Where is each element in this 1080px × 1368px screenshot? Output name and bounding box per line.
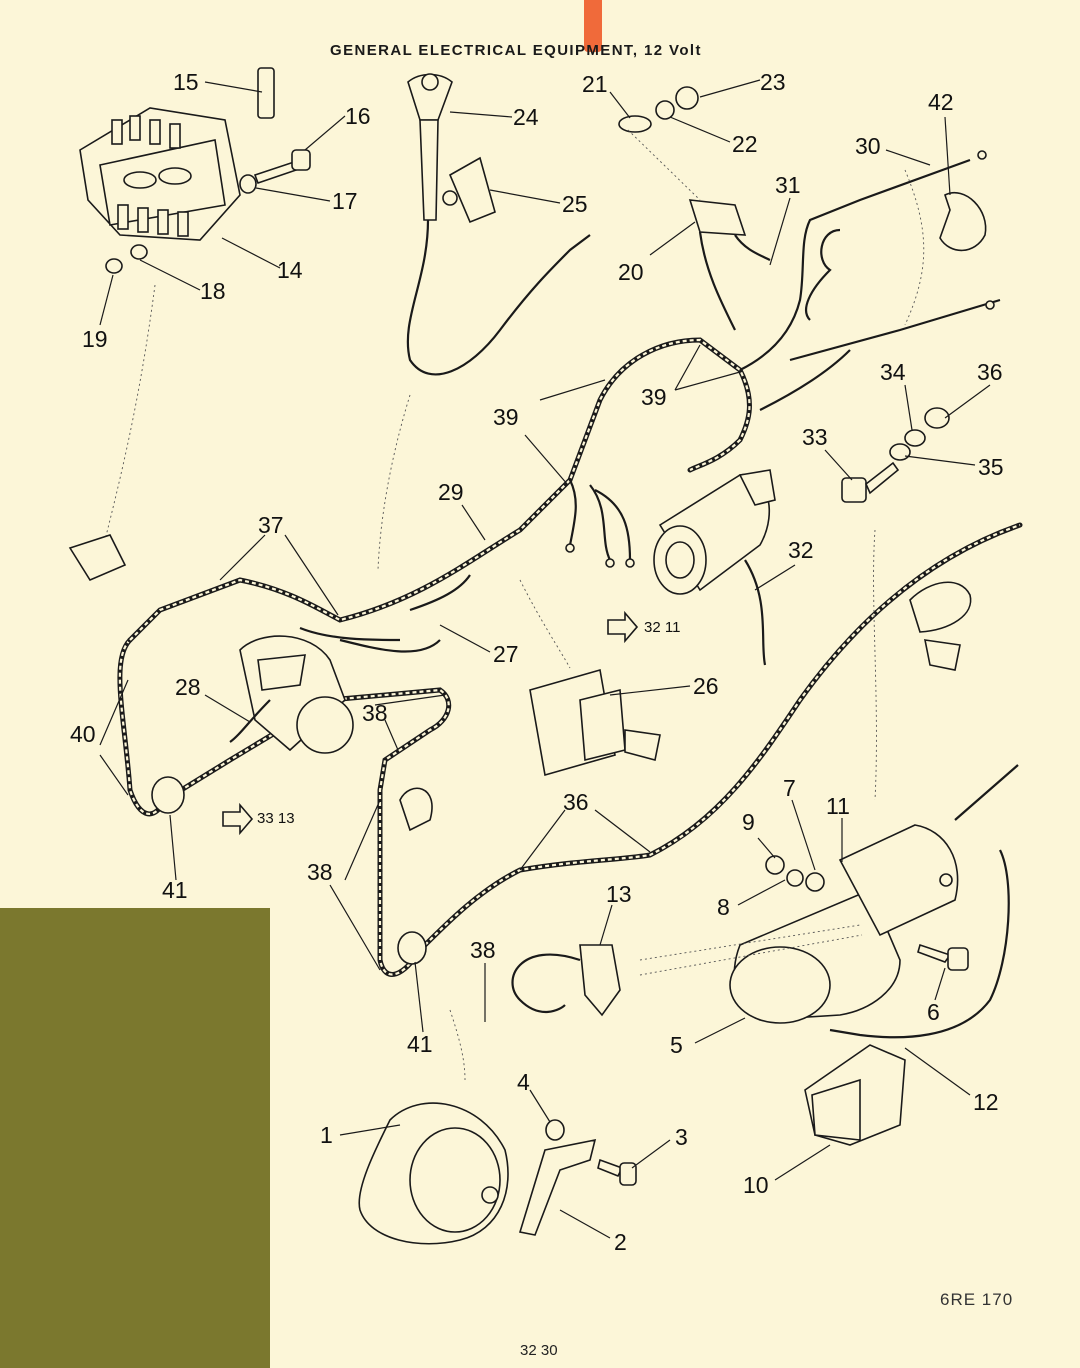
callout-24: 24 <box>513 104 539 130</box>
coil-fixings <box>765 855 825 892</box>
callout-42: 42 <box>928 89 954 115</box>
callout-37: 36 <box>563 789 589 815</box>
callout-39-left: 39 <box>493 404 519 430</box>
fuse-cartridge <box>257 67 275 119</box>
callout-27: 27 <box>493 641 519 667</box>
ignition-coil <box>729 824 959 1024</box>
page-number: 32 30 <box>520 1342 558 1359</box>
suppressor-cap <box>511 944 621 1017</box>
fuse-box <box>79 107 241 241</box>
callout-14: 14 <box>277 257 303 283</box>
right-connector-block <box>909 581 972 671</box>
figure-code: 6RE 170 <box>940 1290 1014 1309</box>
callout-10: 10 <box>743 1172 769 1198</box>
callout-22: 22 <box>732 131 758 157</box>
connector-module <box>68 534 127 582</box>
grommet-left <box>151 776 185 814</box>
flasher-unit <box>618 86 771 331</box>
callout-41-right: 41 <box>407 1031 433 1057</box>
callout-35: 35 <box>978 454 1004 480</box>
callout-2: 2 <box>614 1229 627 1255</box>
callout-31: 31 <box>775 172 801 198</box>
cross-ref-label: 32 11 <box>644 619 680 636</box>
page-title: GENERAL ELECTRICAL EQUIPMENT, 12 Volt <box>330 42 702 59</box>
red-bookmark-marker <box>584 0 602 52</box>
callout-16: 16 <box>345 103 371 129</box>
callout-38-lower: 38 <box>307 859 333 885</box>
choke-warning-switch <box>442 156 496 224</box>
callout-33: 33 <box>802 424 828 450</box>
callout-8: 8 <box>717 894 730 920</box>
callout-11: 11 <box>826 793 850 819</box>
fuse-box-screw <box>105 149 311 274</box>
wire-right <box>954 764 1019 821</box>
cross-ref-33-13: 33 13 <box>222 802 295 836</box>
callout-17: 17 <box>332 188 358 214</box>
horn-bracket-and-fixings <box>518 1119 637 1236</box>
callout-39-right: 39 <box>641 384 667 410</box>
lamp-unit <box>229 635 354 754</box>
callout-19: 19 <box>82 326 108 352</box>
callout-28: 28 <box>175 674 201 700</box>
arrow-right-icon <box>222 802 254 836</box>
callout-3: 3 <box>675 1124 688 1150</box>
callout-34: 34 <box>880 359 906 385</box>
callout-15: 15 <box>173 69 199 95</box>
callout-1: 1 <box>320 1122 333 1148</box>
callout-18: 18 <box>200 278 226 304</box>
olive-color-block <box>0 908 270 1368</box>
mounting-bolt-and-washers <box>841 407 950 503</box>
callout-40: 40 <box>70 721 96 747</box>
cross-ref-label: 33 13 <box>257 810 295 827</box>
callout-20: 20 <box>618 259 644 285</box>
callout-numbers: 15 16 17 14 18 19 24 25 21 22 23 20 30 4… <box>70 69 1004 1255</box>
callout-38-top: 37 <box>258 512 284 538</box>
callout-38-middle: 38 <box>362 700 388 726</box>
coil-bolt <box>917 943 969 971</box>
callout-23: 23 <box>760 69 786 95</box>
callout-38-bottom: 38 <box>470 937 496 963</box>
callout-9: 9 <box>742 809 755 835</box>
callout-29: 29 <box>438 479 464 505</box>
starter-motor <box>653 469 776 666</box>
choke-control-cable <box>406 73 591 376</box>
callout-6: 6 <box>927 999 940 1025</box>
callout-21: 21 <box>582 71 608 97</box>
grommet-right <box>397 931 427 965</box>
relay-switch <box>529 668 661 777</box>
cross-ref-32-11: 32 11 <box>607 610 680 644</box>
horn <box>358 1102 509 1245</box>
callout-12: 12 <box>973 1089 999 1115</box>
callout-26: 26 <box>693 673 719 699</box>
wiring-harness <box>117 158 1023 977</box>
callout-13: 13 <box>606 881 632 907</box>
callout-32: 32 <box>788 537 814 563</box>
callout-7: 7 <box>783 775 796 801</box>
ballast-resistor <box>804 1044 906 1146</box>
relation-lines <box>104 129 925 1081</box>
callout-36: 36 <box>977 359 1003 385</box>
horn-small <box>399 787 433 832</box>
sender-unit-and-bracket <box>805 150 995 321</box>
arrow-right-icon <box>607 610 639 644</box>
ht-lead <box>829 849 1010 1039</box>
callout-30: 30 <box>855 133 881 159</box>
callout-4: 4 <box>517 1069 530 1095</box>
callout-41-left: 41 <box>162 877 188 903</box>
callout-5: 5 <box>670 1032 683 1058</box>
callout-leaders <box>99 79 991 1239</box>
callout-25: 25 <box>562 191 588 217</box>
